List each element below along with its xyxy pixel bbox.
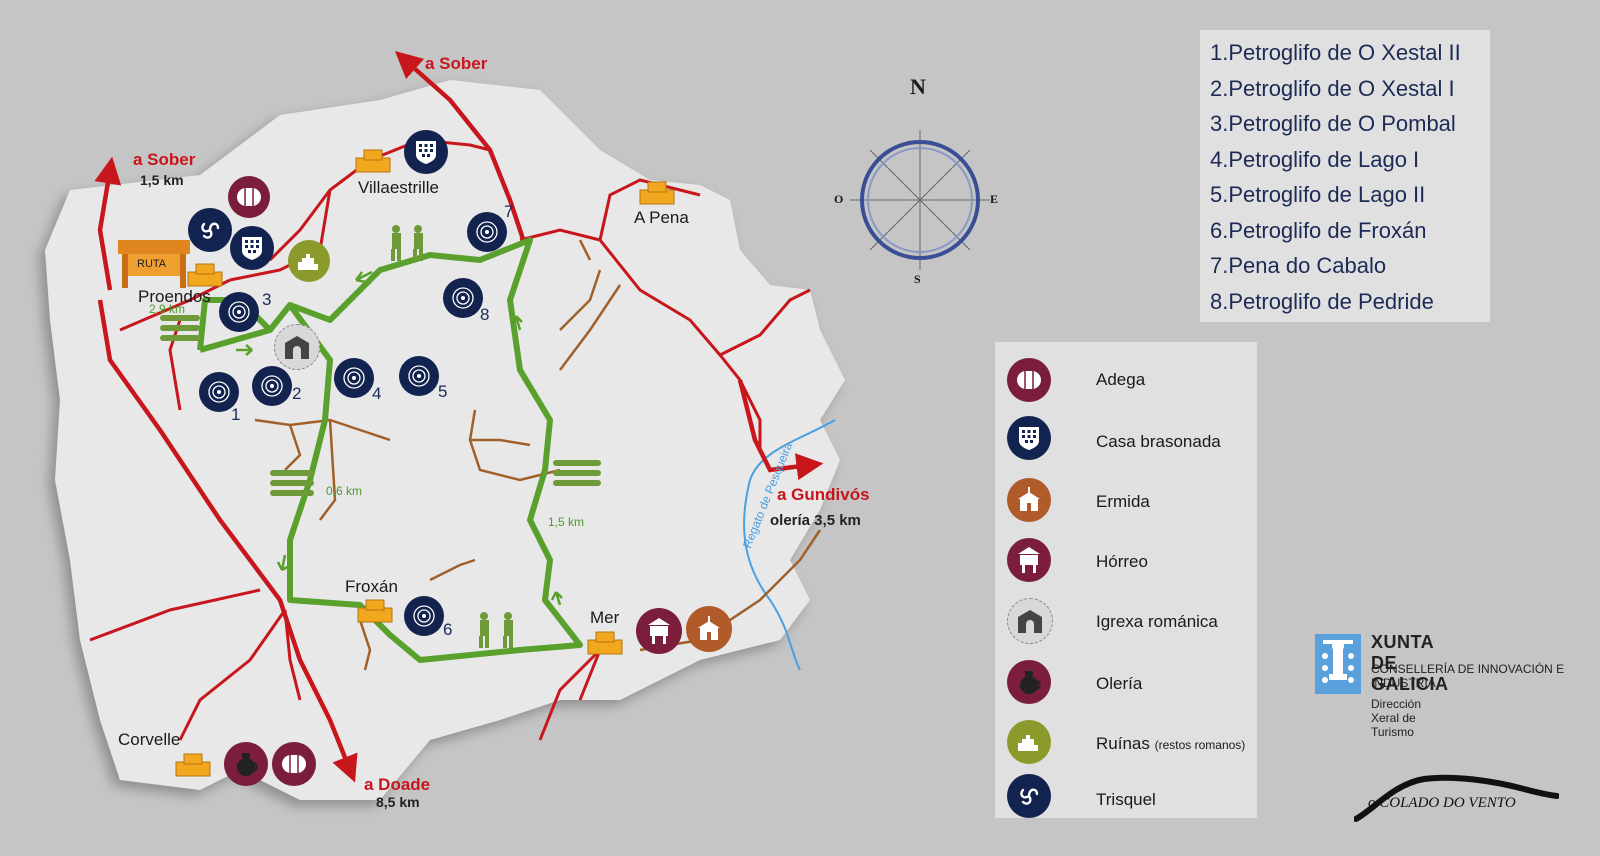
- trisquel-icon: [1007, 774, 1051, 818]
- petroglyph-icon[interactable]: [404, 596, 444, 636]
- main-roads: [94, 51, 824, 783]
- petroglyph-icon[interactable]: [467, 212, 507, 252]
- petroglyph-number: 4: [372, 384, 382, 403]
- legend: Adega Casa brasonada Ermida Hórreo Igrex…: [995, 342, 1257, 818]
- poi-list-item: 8.Petroglifo de Pedride: [1210, 288, 1434, 314]
- legend-item-adega: Adega: [995, 350, 1257, 410]
- legend-item-oleria: Olería: [995, 650, 1257, 710]
- legend-item-igrexa-romanica: Igrexa románica: [995, 590, 1257, 650]
- sponsor-department: CONSELLERÍA DE INNOVACIÓN E INDUSTRIA: [1371, 662, 1565, 690]
- route-segment-3: 1,5 km: [548, 515, 585, 529]
- compass-west: O: [834, 192, 844, 206]
- direction-sober-left: a Sober: [133, 150, 196, 169]
- horreo-icon: [1007, 538, 1051, 582]
- ruinas-icon: [1007, 720, 1051, 764]
- hiker-figures: [160, 225, 601, 648]
- casa-brasonada-icon[interactable]: [404, 130, 448, 174]
- legend-label: Igrexa románica: [1096, 612, 1218, 631]
- compass-south: S: [914, 272, 921, 286]
- petroglyph-icon[interactable]: [199, 372, 239, 412]
- horreo-icon[interactable]: [636, 608, 682, 654]
- poi-list-item: 7.Pena do Cabalo: [1210, 253, 1387, 278]
- walking-route: [197, 237, 583, 663]
- poi-list-item: 3.Petroglifo de O Pombal: [1210, 111, 1456, 136]
- village-markers: [175, 149, 675, 777]
- place-proendos: Proendos: [138, 287, 211, 306]
- petroglyph-number: 2: [292, 384, 302, 403]
- legend-item-trisquel: Trisquel: [995, 766, 1257, 826]
- legend-label: Adega: [1096, 370, 1146, 389]
- trisquel-icon[interactable]: [188, 208, 232, 252]
- legend-label-note: (restos romanos): [1154, 738, 1246, 752]
- casa-brasonada-icon[interactable]: [230, 226, 274, 270]
- legend-label: Casa brasonada: [1096, 432, 1221, 451]
- petroglyph-icon[interactable]: [443, 278, 483, 318]
- casa-brasonada-icon: [1007, 416, 1051, 460]
- place-mer: Mer: [590, 608, 620, 627]
- legend-label: Olería: [1096, 674, 1143, 693]
- sponsor-name: XUNTA DE GALICIA: [1371, 632, 1449, 694]
- place-villaestrille: Villaestrille: [358, 178, 439, 197]
- petroglyph-icon[interactable]: [399, 356, 439, 396]
- petroglyph-icon[interactable]: [219, 292, 259, 332]
- direction-doade: a Doade: [364, 775, 431, 794]
- petroglyph-number: 6: [443, 620, 453, 639]
- compass-east: E: [990, 192, 999, 206]
- route-segment-1: 2,9 km: [149, 302, 186, 316]
- place-corvelle: Corvelle: [118, 730, 181, 749]
- direction-gundivos: a Gundivós: [777, 485, 870, 504]
- tracks: [254, 239, 822, 671]
- petroglyph-number: 7: [504, 202, 514, 221]
- ermida-icon[interactable]: [686, 606, 732, 652]
- route-segment-2: 0,6 km: [326, 484, 363, 498]
- petroglyph-number: 5: [438, 382, 448, 401]
- poi-list: 1.Petroglifo de O Xestal II 2.Petroglifo…: [1200, 30, 1490, 322]
- direction-doade-distance: 8,5 km: [376, 794, 420, 810]
- adega-icon: [1007, 358, 1051, 402]
- ermida-icon: [1007, 478, 1051, 522]
- route-sign-label: RUTA: [137, 258, 167, 270]
- stream-line: [743, 419, 836, 671]
- place-a-pena: A Pena: [634, 208, 689, 227]
- legend-item-ruinas: Ruínas (restos romanos): [995, 710, 1257, 770]
- petroglyph-number: 8: [480, 305, 490, 324]
- poi-list-item: 6.Petroglifo de Froxán: [1210, 217, 1427, 243]
- direction-gundivos-note: olería 3,5 km: [770, 512, 861, 529]
- legend-item-ermida: Ermida: [995, 470, 1257, 530]
- petroglyph-icon[interactable]: [334, 358, 374, 398]
- brand-logo: o COLADO DO VENTO: [1353, 769, 1560, 825]
- igrexa-romanica-icon[interactable]: [274, 324, 320, 370]
- adega-icon[interactable]: [228, 176, 270, 218]
- legend-label: Trisquel: [1096, 790, 1156, 809]
- galicia-flag-icon: [1315, 634, 1361, 694]
- poi-list-item: 5.Petroglifo de Lago II: [1210, 182, 1426, 207]
- direction-sober-top: a Sober: [425, 54, 488, 73]
- poi-list-item: 4.Petroglifo de Lago I: [1210, 146, 1420, 172]
- poi-list-item: 2.Petroglifo de O Xestal I: [1210, 75, 1455, 101]
- legend-item-casa-brasonada: Casa brasonada: [995, 410, 1257, 470]
- ruinas-icon[interactable]: [288, 240, 330, 282]
- legend-label-text: Ruínas: [1096, 734, 1150, 753]
- poi-list-item: 1.Petroglifo de O Xestal II: [1210, 40, 1461, 65]
- oleria-icon: [1007, 660, 1051, 704]
- igrexa-romanica-icon: [1007, 598, 1053, 644]
- legend-label: Ruínas (restos romanos): [1096, 734, 1245, 754]
- legend-label: Ermida: [1096, 492, 1150, 511]
- legend-label: Hórreo: [1096, 552, 1148, 571]
- route-sign: [118, 240, 190, 288]
- direction-sober-left-distance: 1,5 km: [140, 172, 184, 188]
- brand-name: o COLADO DO VENTO: [1368, 795, 1516, 811]
- petroglyph-icon[interactable]: [252, 366, 292, 406]
- place-froxan: Froxán: [345, 577, 398, 596]
- mountain-icon: [1353, 774, 1560, 822]
- petroglyph-number: 1: [231, 405, 241, 424]
- sponsor-subtitle: Dirección Xeral de Turismo: [1371, 697, 1422, 739]
- route-arrows: [236, 270, 563, 606]
- compass-rose: [850, 130, 990, 270]
- compass-north: N: [910, 74, 926, 99]
- legend-item-horreo: Hórreo: [995, 530, 1257, 590]
- petroglyph-number: 3: [262, 290, 272, 309]
- adega-icon[interactable]: [272, 742, 316, 786]
- oleria-icon[interactable]: [224, 742, 268, 786]
